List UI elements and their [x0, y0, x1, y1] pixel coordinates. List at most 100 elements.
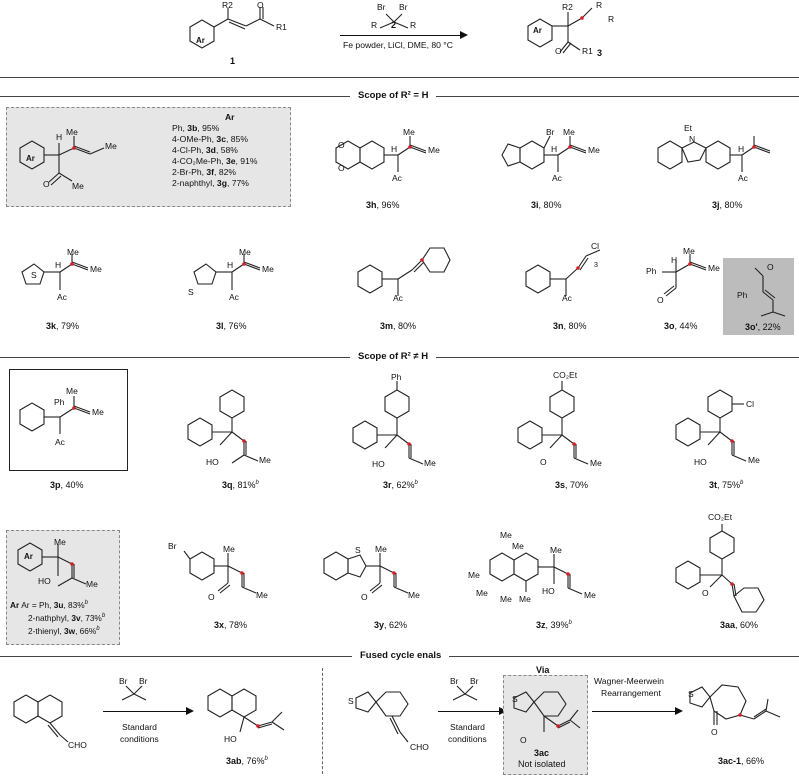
fused-reagent-1-br2: Br	[139, 676, 148, 686]
compound-3k-label: 3k, 79%	[46, 321, 80, 331]
compound-3j-et: Et	[684, 123, 693, 133]
reagent-1-ar-label: Ar	[196, 36, 205, 45]
compound-3o-o: O	[657, 295, 664, 305]
fused-arrowhead-1	[186, 707, 194, 715]
compound-3ac-1-label: 3ac-1, 66%	[718, 756, 765, 766]
intermediate-via-label: Via	[536, 665, 550, 675]
compound-3k-me2: Me	[90, 264, 102, 274]
fused-substrate-1-cho: CHO	[68, 740, 87, 750]
section-title-fused: Fused cycle enals	[352, 650, 450, 661]
ar-list-title: Ar	[224, 112, 235, 122]
compound-3z-me-b: Me	[512, 541, 524, 551]
compound-3p-structure	[19, 396, 91, 434]
compound-3z-me-a: Me	[500, 530, 512, 540]
compound-3y-s: S	[355, 545, 361, 555]
product-3-r-label-b: R	[608, 14, 615, 24]
compound-3o-me2: Me	[708, 263, 720, 273]
fused-reagent-2-structure	[452, 685, 478, 701]
compound-3aa-structure	[675, 524, 765, 613]
compound-3s-co2et: CO₂Et	[553, 370, 578, 380]
fused-separator	[322, 668, 323, 774]
reagent-1-o-label: O	[257, 0, 264, 10]
compound-3h-label: 3h, 96%	[366, 200, 400, 210]
ar-list-item: 4-OMe-Ph, 3c, 85%	[172, 134, 248, 144]
compound-3aa-co2et: CO₂Et	[708, 512, 733, 522]
compound-3ac-structure	[513, 691, 581, 732]
compound-3n-cl: Cl	[591, 241, 600, 251]
compound-3k-structure	[21, 254, 89, 290]
compound-3p-label: 3p, 40%	[50, 480, 84, 490]
compound-3p-me2: Me	[92, 407, 104, 417]
compound-3q-structure	[187, 389, 259, 464]
compound-3r-structure	[352, 381, 424, 465]
compound-3o-prime-o: O	[767, 262, 774, 272]
reagent-2-br1: Br	[377, 2, 386, 12]
reaction-arrow	[340, 35, 462, 36]
compound-3x-me2: Me	[256, 590, 268, 600]
compound-3x-br: Br	[168, 541, 177, 551]
compound-3o-prime-label: 3o', 22%	[745, 322, 781, 332]
reagent-2-br2: Br	[399, 2, 408, 12]
compound-3aa-o: O	[702, 588, 709, 598]
product-3-r-label-a: R	[596, 0, 603, 10]
compound-3o-prime-ph: Ph	[737, 290, 748, 300]
fused-cond-1b: conditions	[120, 734, 159, 744]
compound-3s-o: O	[540, 457, 547, 467]
compound-3o-ph: Ph	[646, 266, 657, 276]
compound-3z-ho: HO	[542, 586, 555, 596]
compound-3u-ar: Ar	[24, 552, 33, 561]
compound-3s-label: 3s, 70%	[555, 480, 589, 490]
compound-3ac-label: 3ac	[534, 748, 550, 758]
compound-3x-me1: Me	[223, 544, 235, 554]
compound-3r-me: Me	[424, 458, 436, 468]
compound-3u-structure	[17, 542, 87, 587]
rearrangement-label-2: Rearrangement	[601, 688, 661, 698]
ar-list-item: 4-CO₂Me-Ph, 3e, 91%	[172, 156, 258, 166]
compound-3l-me2: Me	[262, 264, 274, 274]
compound-3z-label: 3z, 39%b	[536, 620, 572, 630]
compound-3ac-s: S	[512, 694, 518, 704]
reagent-1-r2-label: R2	[222, 0, 233, 10]
compound-3y-o: O	[361, 592, 368, 602]
compound-3b-ar: Ar	[26, 154, 35, 163]
ar-scope-box	[6, 107, 291, 207]
compound-3t-structure	[675, 389, 747, 462]
compound-3u-box	[6, 530, 120, 645]
compound-3k-ac: Ac	[57, 292, 67, 302]
compound-3q-ho: HO	[206, 457, 219, 467]
compound-3n-structure	[525, 249, 601, 296]
fused-arrowhead-3	[675, 707, 683, 715]
compound-3h-o1: O	[338, 140, 345, 150]
compound-3x-label: 3x, 78%	[214, 620, 248, 630]
compound-3ac-1-o: O	[711, 727, 718, 737]
compound-3y-me1: Me	[375, 544, 387, 554]
compound-3aa-label: 3aa, 60%	[720, 620, 759, 630]
compound-3ac-1-s: S	[688, 689, 694, 699]
ar-list-item: Ph, 3b, 95%	[172, 123, 220, 133]
compound-3u-ho: HO	[38, 576, 51, 586]
compound-3b-me1: Me	[66, 127, 78, 137]
compound-3z-me-e: Me	[500, 594, 512, 604]
reagent-2-number: 2	[391, 20, 397, 30]
ar-list: Ar Ph, 3b, 95% 4-OMe-Ph, 3c, 85% 4-Cl-Ph…	[172, 112, 258, 189]
reagent-2-r2: R	[410, 20, 417, 30]
compound-3l-h: H	[227, 260, 234, 270]
product-3-o-label: O	[555, 46, 562, 56]
compound-3h-ac: Ac	[392, 173, 402, 183]
compound-3n-label: 3n, 80%	[553, 321, 587, 331]
compound-3t-cl: Cl	[746, 399, 755, 409]
compound-3l-label: 3l, 76%	[216, 321, 247, 331]
fused-arrow-3	[592, 711, 676, 712]
compound-3j-ac: Ac	[738, 173, 748, 183]
reagent-1-r1-label: R1	[276, 22, 287, 32]
fused-cond-2a: Standard	[450, 722, 485, 732]
compound-3z-me-c: Me	[468, 570, 480, 580]
compound-3h-o2: O	[338, 163, 345, 173]
product-3-structure	[527, 7, 593, 54]
compound-3j-structure	[657, 136, 771, 172]
reagent-2-structure	[379, 13, 409, 29]
reagent-1-number: 1	[230, 56, 236, 66]
rearrangement-label-1: Wagner-Meerwein	[594, 676, 664, 686]
compound-3i-me2: Me	[588, 145, 600, 155]
compound-3ab-structure	[207, 688, 285, 733]
